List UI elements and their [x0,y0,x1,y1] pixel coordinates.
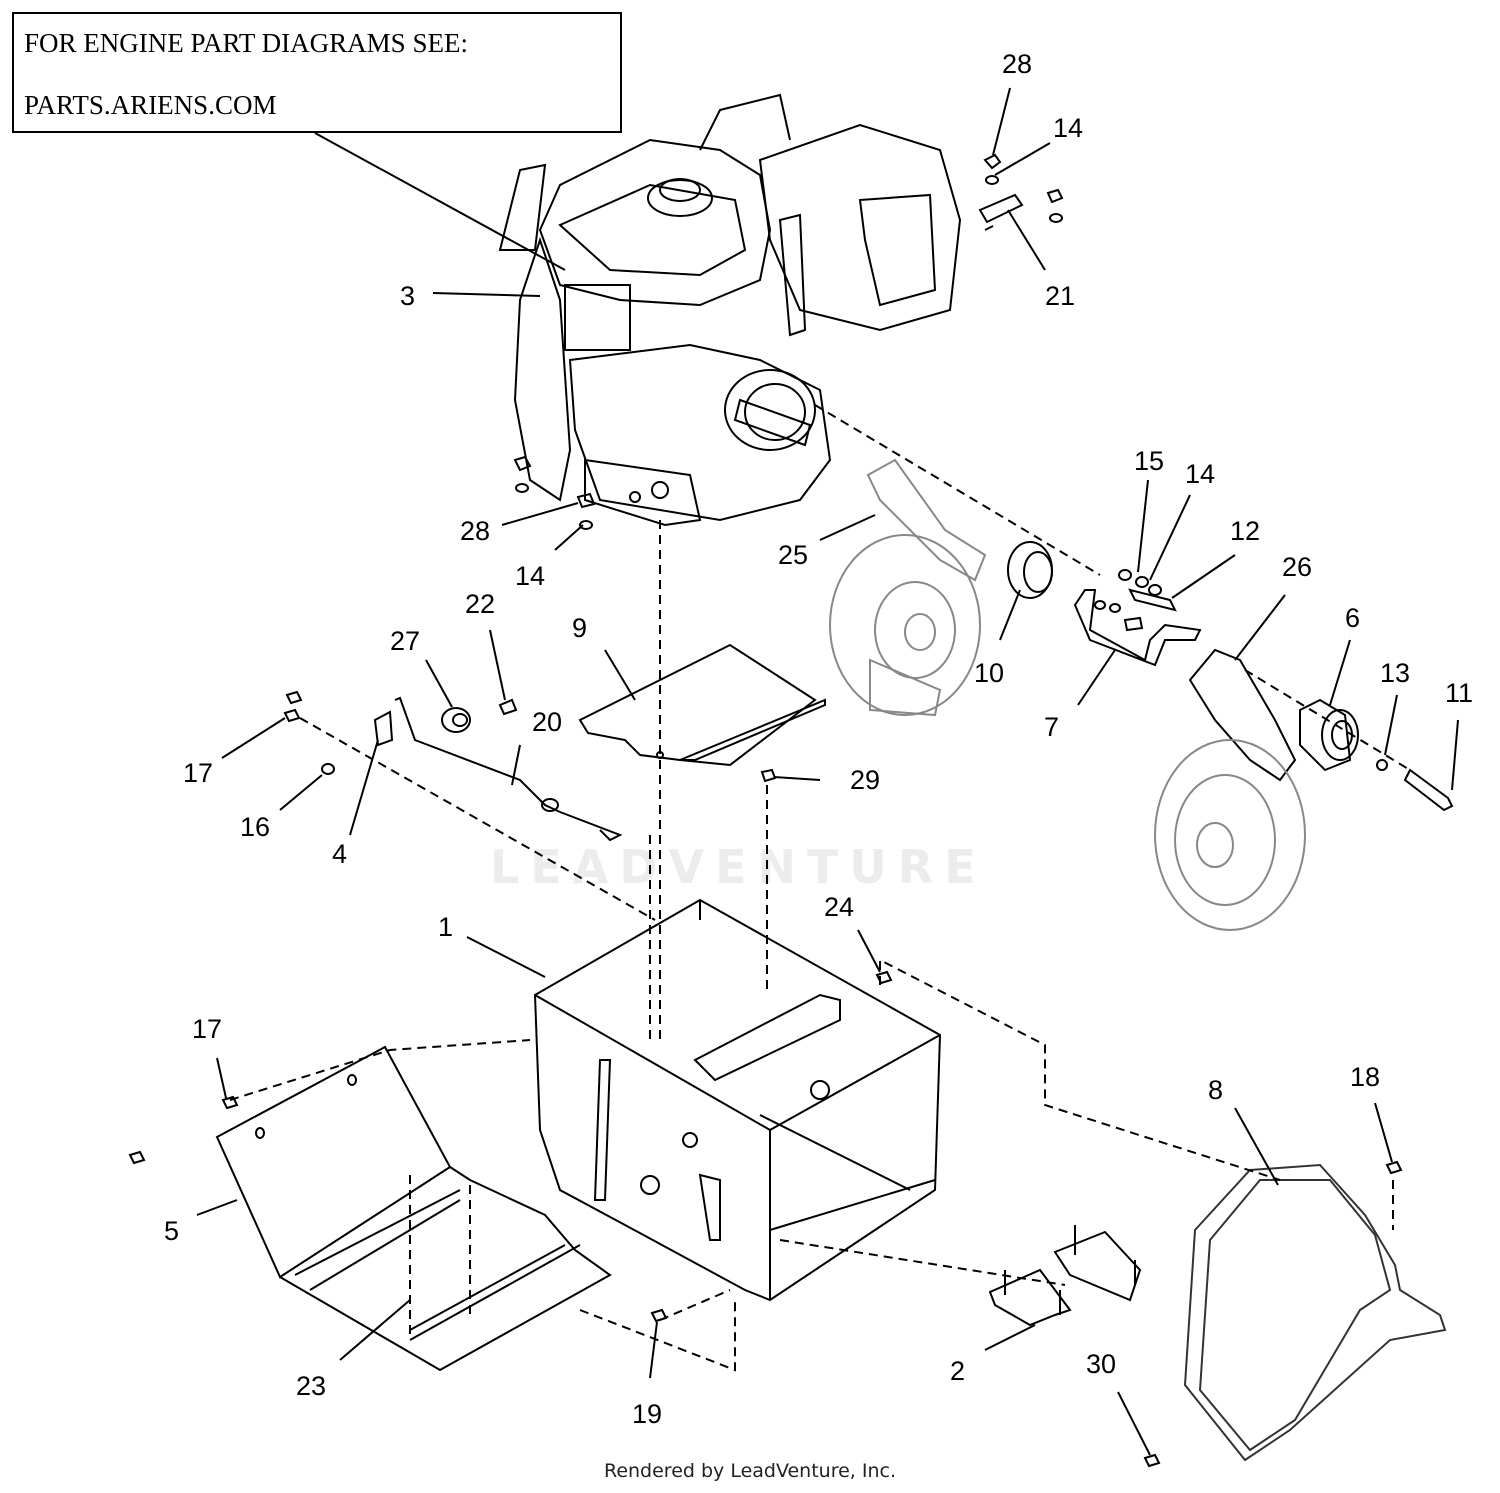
callout-5: 5 [164,1216,179,1246]
callout-9: 9 [572,613,587,643]
callout-leader-lines [196,87,1459,1456]
callout-18: 18 [1350,1062,1380,1092]
nut-loose-left [128,1150,146,1165]
callout-10: 10 [974,658,1004,688]
watermark-text: LEADVENTURE [490,840,987,894]
idler-pulley-10 [1007,541,1053,599]
bolt-29 [760,768,777,783]
bolt-18 [1385,1160,1403,1175]
bracket-4 [373,710,394,747]
callout-22: 22 [465,589,495,619]
washer-13 [1376,759,1388,771]
callout-12: 12 [1230,516,1260,546]
bolt-11 [1403,768,1454,812]
callout-15: 15 [1134,446,1164,476]
callout-14-top: 14 [1053,113,1083,143]
bolt-17-lower [221,1095,239,1110]
callout-13: 13 [1380,658,1410,688]
callout-6: 6 [1345,603,1360,633]
note-line-1: FOR ENGINE PART DIAGRAMS SEE: [24,28,468,58]
mount-bracket-2 [988,1225,1142,1327]
callout-3: 3 [400,281,415,311]
callout-24: 24 [824,892,854,922]
auger-pulley-25 [829,458,987,717]
hardware-28-14-bottom [513,455,596,530]
callout-30: 30 [1086,1349,1116,1379]
callout-20: 20 [532,707,562,737]
callout-14-bottom: 14 [515,561,545,591]
note-leader-line [314,132,566,271]
frame-1 [533,898,942,1302]
callout-28-top: 28 [1002,49,1032,79]
hardware-17-16-left [283,690,335,775]
callout-4: 4 [332,839,347,869]
bolt-30 [1143,1453,1161,1468]
engine-pulley-6 [1299,698,1359,772]
engine-diagram-note: FOR ENGINE PART DIAGRAMS SEE: PARTS.ARIE… [12,12,622,133]
note-line-2: PARTS.ARIENS.COM [24,90,277,120]
bushing-27 [441,707,471,733]
render-credit: Rendered by LeadVenture, Inc. [603,1460,897,1482]
callout-2: 2 [950,1356,965,1386]
callout-14-right: 14 [1185,459,1215,489]
callout-26: 26 [1282,552,1312,582]
linkage-rod-20 [394,696,623,842]
callout-29: 29 [850,765,880,795]
engine-assembly [498,93,962,527]
callout-28-bottom: 28 [460,516,490,546]
callout-19: 19 [632,1399,662,1429]
idler-arm-7 [1073,589,1202,667]
callout-21: 21 [1045,281,1075,311]
drive-pulley-large [1154,739,1306,931]
hardware-28-14-21-top [978,153,1064,224]
bolt-22 [498,698,518,716]
callout-27: 27 [390,626,420,656]
callout-16: 16 [240,812,270,842]
drive-belt-26 [1188,648,1297,782]
callout-7: 7 [1044,712,1059,742]
callout-1: 1 [438,912,453,942]
callout-17-lower: 17 [192,1014,222,1044]
callout-11: 11 [1445,678,1473,708]
belt-cover-8 [1183,1163,1447,1462]
belt-shield-5 [215,1045,612,1372]
hardware-15-14-12 [1118,569,1177,612]
callout-23: 23 [296,1371,326,1401]
assembly-dashed-lines [229,224,1411,1372]
mounting-plate-9 [578,643,826,767]
callout-8: 8 [1208,1075,1223,1105]
callout-25: 25 [778,540,808,570]
callout-17-upper: 17 [183,758,213,788]
